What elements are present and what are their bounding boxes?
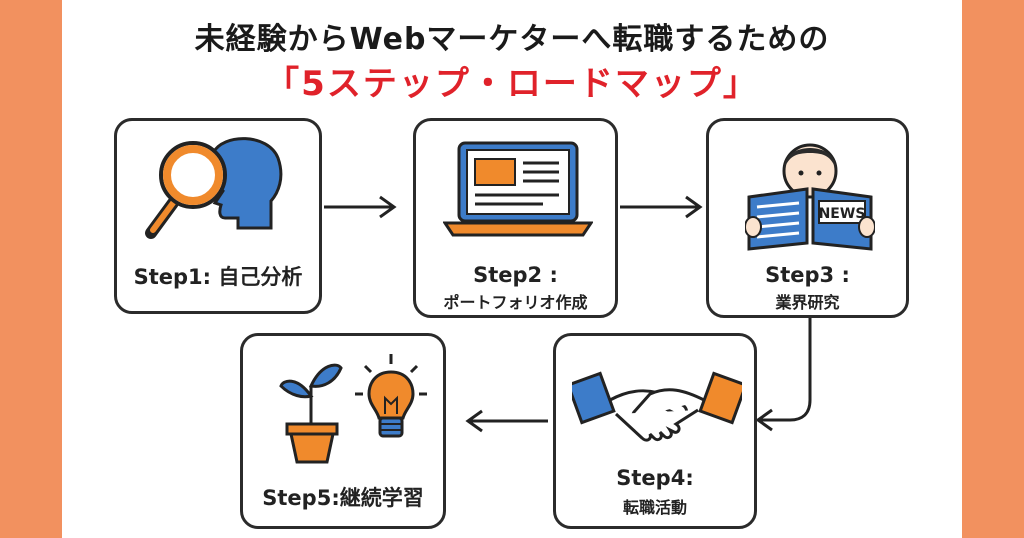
- page-title: 未経験からWebマーケターへ転職するための: [194, 22, 830, 57]
- person-reading-news-icon: NEWS: [745, 143, 875, 251]
- plant-icon: [279, 363, 343, 464]
- step4-sublabel: 転職活動: [622, 498, 687, 517]
- page-subtitle: 「5ステップ・ロードマップ」: [265, 64, 759, 104]
- step1-card: Step1: 自己分析: [114, 118, 322, 314]
- step3-label: Step3 :: [765, 263, 850, 287]
- step4-label: Step4:: [616, 466, 694, 490]
- arrow-step3-to-step4: [755, 318, 812, 432]
- news-text: NEWS: [819, 206, 866, 222]
- arrow-step4-to-step5: [465, 409, 548, 433]
- step5-card: Step5:継続学習: [240, 333, 446, 529]
- arrow-step1-to-step2: [324, 195, 397, 219]
- step5-label: Step5:継続学習: [262, 486, 424, 510]
- step1-label: Step1: 自己分析: [133, 265, 303, 289]
- magnifier-head-icon: [145, 137, 283, 239]
- step3-card: NEWS Step3 : 業界研究: [706, 118, 909, 318]
- step2-sublabel: ポートフォリオ作成: [443, 293, 588, 312]
- lightbulb-icon: [355, 354, 427, 438]
- step2-label: Step2 :: [473, 263, 558, 287]
- laptop-icon: [443, 141, 593, 237]
- step4-card: Step4: 転職活動: [553, 333, 757, 529]
- step3-sublabel: 業界研究: [775, 293, 840, 312]
- step2-card: Step2 : ポートフォリオ作成: [413, 118, 618, 318]
- arrow-step2-to-step3: [620, 195, 703, 219]
- handshake-icon: [572, 371, 742, 442]
